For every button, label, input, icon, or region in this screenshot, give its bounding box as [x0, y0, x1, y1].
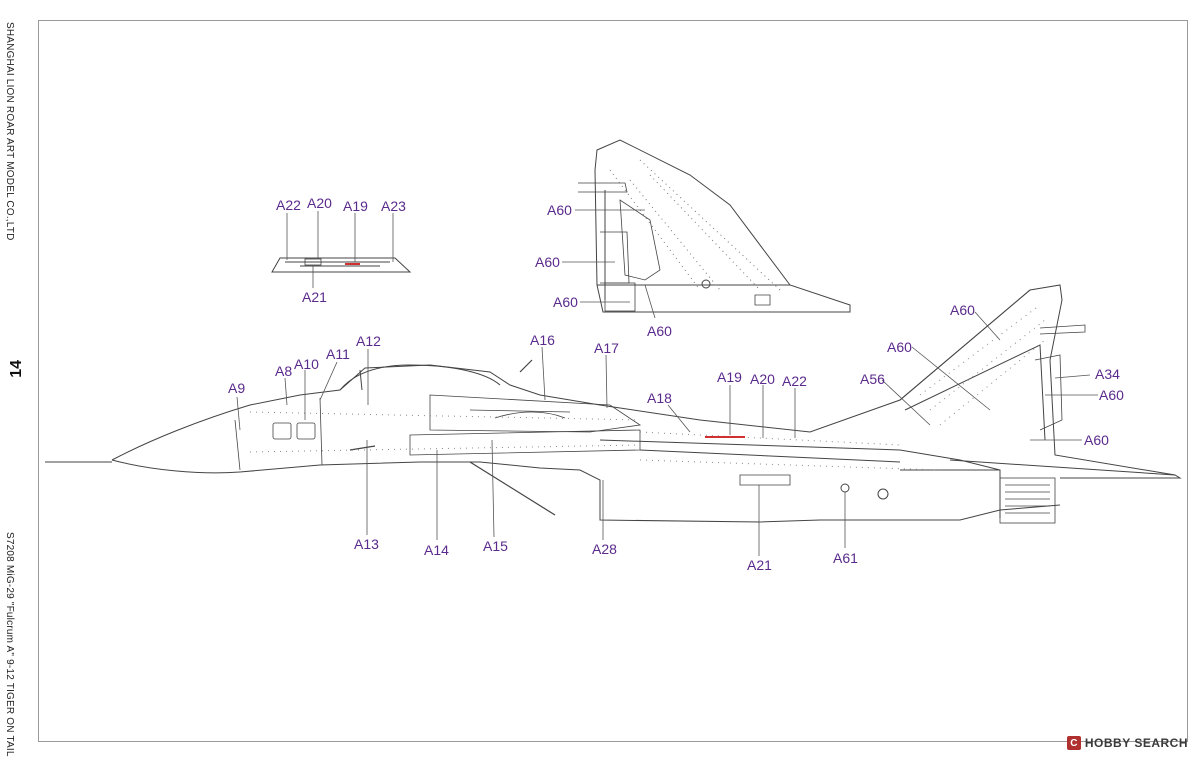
callout-leader-lines — [236, 209, 1098, 556]
callout-a13: A13 — [354, 536, 379, 552]
callout-a20-strip: A20 — [307, 195, 332, 211]
callout-a60-fin-2: A60 — [535, 254, 560, 270]
callout-a61: A61 — [833, 550, 858, 566]
company-name: SHANGHAI LION ROAR ART MODEL CO.,LTD — [4, 22, 15, 241]
callout-a15: A15 — [483, 538, 508, 554]
watermark: C HOBBY SEARCH — [1066, 736, 1188, 750]
callout-a23-strip: A23 — [381, 198, 406, 214]
callout-a28: A28 — [592, 541, 617, 557]
callout-a22: A22 — [782, 373, 807, 389]
callout-a56: A56 — [860, 371, 885, 387]
callout-a19: A19 — [717, 369, 742, 385]
watermark-logo-icon: C — [1066, 736, 1081, 750]
callout-a19-strip: A19 — [343, 198, 368, 214]
vertical-tail-detail-drawing — [578, 139, 851, 313]
callout-a60-fin-1: A60 — [547, 202, 572, 218]
callout-a34: A34 — [1095, 366, 1120, 382]
callout-a11: A11 — [326, 346, 350, 362]
intake-strip-drawing — [271, 257, 412, 273]
callout-a16: A16 — [530, 332, 555, 348]
callout-a21-strip: A21 — [302, 289, 327, 305]
callout-a20: A20 — [750, 371, 775, 387]
aircraft-side-view-drawing — [45, 284, 1182, 524]
watermark-brand: HOBBY SEARCH — [1084, 736, 1188, 750]
kit-title: S7208 MiG-29 "Fulcrum A" 9-12 TIGER ON T… — [4, 532, 15, 757]
callout-a22-strip: A22 — [276, 197, 301, 213]
callout-a21: A21 — [747, 557, 772, 573]
callout-a18: A18 — [647, 390, 672, 406]
callout-a14: A14 — [424, 542, 449, 558]
callout-a17: A17 — [594, 340, 619, 356]
callout-a60-tail-4: A60 — [1084, 432, 1109, 448]
callout-a12: A12 — [356, 333, 381, 349]
callout-a10: A10 — [294, 356, 319, 372]
callout-a60-fin-3: A60 — [553, 294, 578, 310]
callout-a60-tail-3: A60 — [1099, 387, 1124, 403]
callout-a60-tail-2: A60 — [887, 339, 912, 355]
callout-a60-fin-4: A60 — [647, 323, 672, 339]
callout-a60-tail-1: A60 — [950, 302, 975, 318]
page-border — [38, 20, 1188, 742]
callout-a8: A8 — [275, 363, 293, 379]
callout-a9: A9 — [228, 380, 246, 396]
